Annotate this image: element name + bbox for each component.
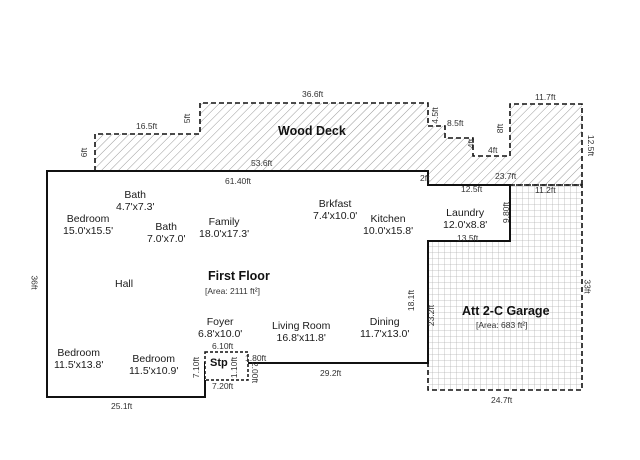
room-foyer-name: Foyer	[206, 316, 234, 328]
room-hall-name: Hall	[115, 278, 134, 290]
dim-6-10: 6.10ft	[212, 341, 234, 351]
dim-8-5: 8.5ft	[447, 118, 464, 128]
dim-4-5: 4.5ft	[429, 107, 440, 124]
room-dining: Dining 11.7'x13.0'	[360, 316, 409, 340]
room-family: Family 18.0'x17.3'	[199, 216, 249, 240]
room-brkfast-name: Brkfast	[318, 198, 352, 210]
room-bedroom-3: Bedroom 11.5'x10.9'	[129, 353, 178, 377]
room-laundry-size: 12.0'x8.8'	[443, 219, 488, 231]
house-outline	[46, 170, 511, 398]
room-bath-2-name: Bath	[155, 221, 178, 233]
room-bedroom-1-size: 15.0'x15.5'	[63, 225, 114, 237]
room-kitchen-size: 10.0'x15.8'	[363, 225, 414, 237]
room-laundry: Laundry 12.0'x8.8'	[443, 207, 487, 231]
dim-12-5-b: 12.5ft	[461, 184, 483, 194]
step-area	[204, 351, 249, 381]
dim-33: 33ft	[582, 279, 593, 294]
dim-2: 2ft	[420, 173, 430, 183]
dim-8: 8ft	[495, 123, 506, 134]
deck-title: Wood Deck	[278, 124, 346, 138]
dim-9-8: 9.80ft	[501, 201, 512, 224]
dim-11-2: 11.2ft	[535, 185, 556, 195]
dim-7-20: 7.20ft	[212, 381, 234, 391]
dim-12-5: 12.5ft	[586, 134, 597, 157]
room-bedroom-2: Bedroom 11.5'x13.8'	[54, 347, 103, 371]
garage-area-label: [Area: 683 ft²]	[476, 320, 528, 330]
room-family-name: Family	[208, 216, 240, 228]
room-bath-2-size: 7.0'x7.0'	[147, 233, 186, 245]
dim-4-b: 4ft	[488, 145, 498, 155]
dim-29-2: 29.2ft	[320, 368, 342, 378]
room-bedroom-2-name: Bedroom	[57, 347, 100, 359]
dim-13-5: 13.5ft	[457, 233, 479, 243]
dim-11-7: 11.7ft	[535, 92, 556, 102]
room-living-name: Living Room	[272, 320, 331, 332]
room-bath-2: Bath 7.0'x7.0'	[147, 221, 185, 245]
dim-16-5: 16.5ft	[136, 121, 158, 131]
dim-23-7: 23.7ft	[495, 171, 517, 181]
room-laundry-name: Laundry	[446, 207, 485, 219]
dim-25-1: 25.1ft	[111, 401, 133, 411]
room-bedroom-1-name: Bedroom	[66, 213, 110, 225]
dim-24-7: 24.7ft	[491, 395, 513, 405]
room-bath-1-name: Bath	[124, 189, 147, 201]
dim-1-80: 1.80ft	[245, 353, 267, 363]
room-brkfast: Brkfast 7.4'x10.0'	[313, 198, 357, 222]
room-bedroom-3-name: Bedroom	[132, 353, 175, 365]
room-dining-name: Dining	[369, 316, 400, 328]
dim-61-4: 61.40ft	[225, 176, 251, 186]
dim-6: 6ft	[79, 147, 90, 158]
room-living: Living Room 16.8'x11.8'	[272, 320, 330, 344]
first-floor-title: First Floor	[208, 269, 270, 283]
dim-53-6: 53.6ft	[251, 158, 273, 168]
garage-title: Att 2-C Garage	[462, 304, 550, 318]
room-foyer: Foyer 6.8'x10.0'	[198, 316, 242, 340]
dim-7-10: 7.10ft	[191, 356, 202, 379]
room-bath-1: Bath 4.7'x7.3'	[116, 189, 154, 213]
dim-4-a: 4ft	[466, 138, 477, 149]
room-bedroom-3-size: 11.5'x10.9'	[129, 365, 179, 377]
room-kitchen-name: Kitchen	[370, 213, 406, 225]
room-family-size: 18.0'x17.3'	[199, 228, 250, 240]
room-foyer-size: 6.8'x10.0'	[198, 328, 243, 340]
room-bedroom-2-size: 11.5'x13.8'	[54, 359, 104, 371]
dim-36: 36ft	[29, 275, 40, 290]
room-kitchen: Kitchen 10.0'x15.8'	[363, 213, 413, 237]
dim-1-10: 1.10ft	[229, 356, 240, 379]
room-bath-1-size: 4.7'x7.3'	[116, 201, 155, 213]
room-dining-size: 11.7'x13.0'	[360, 328, 410, 340]
room-brkfast-size: 7.4'x10.0'	[313, 210, 358, 222]
dim-5: 5ft	[182, 113, 193, 124]
dim-18: 18.1ft	[406, 289, 417, 312]
dim-23-2: 23.2ft	[426, 304, 437, 327]
dim-36-6: 36.6ft	[302, 89, 324, 99]
room-living-size: 16.8'x11.8'	[276, 332, 326, 344]
first-floor-area: [Area: 2111 ft²]	[205, 286, 260, 296]
room-hall: Hall	[115, 278, 133, 290]
room-bedroom-1: Bedroom 15.0'x15.5'	[63, 213, 113, 237]
dim-2-00: 2.00ft	[250, 361, 261, 384]
room-stp: Stp	[210, 357, 228, 369]
